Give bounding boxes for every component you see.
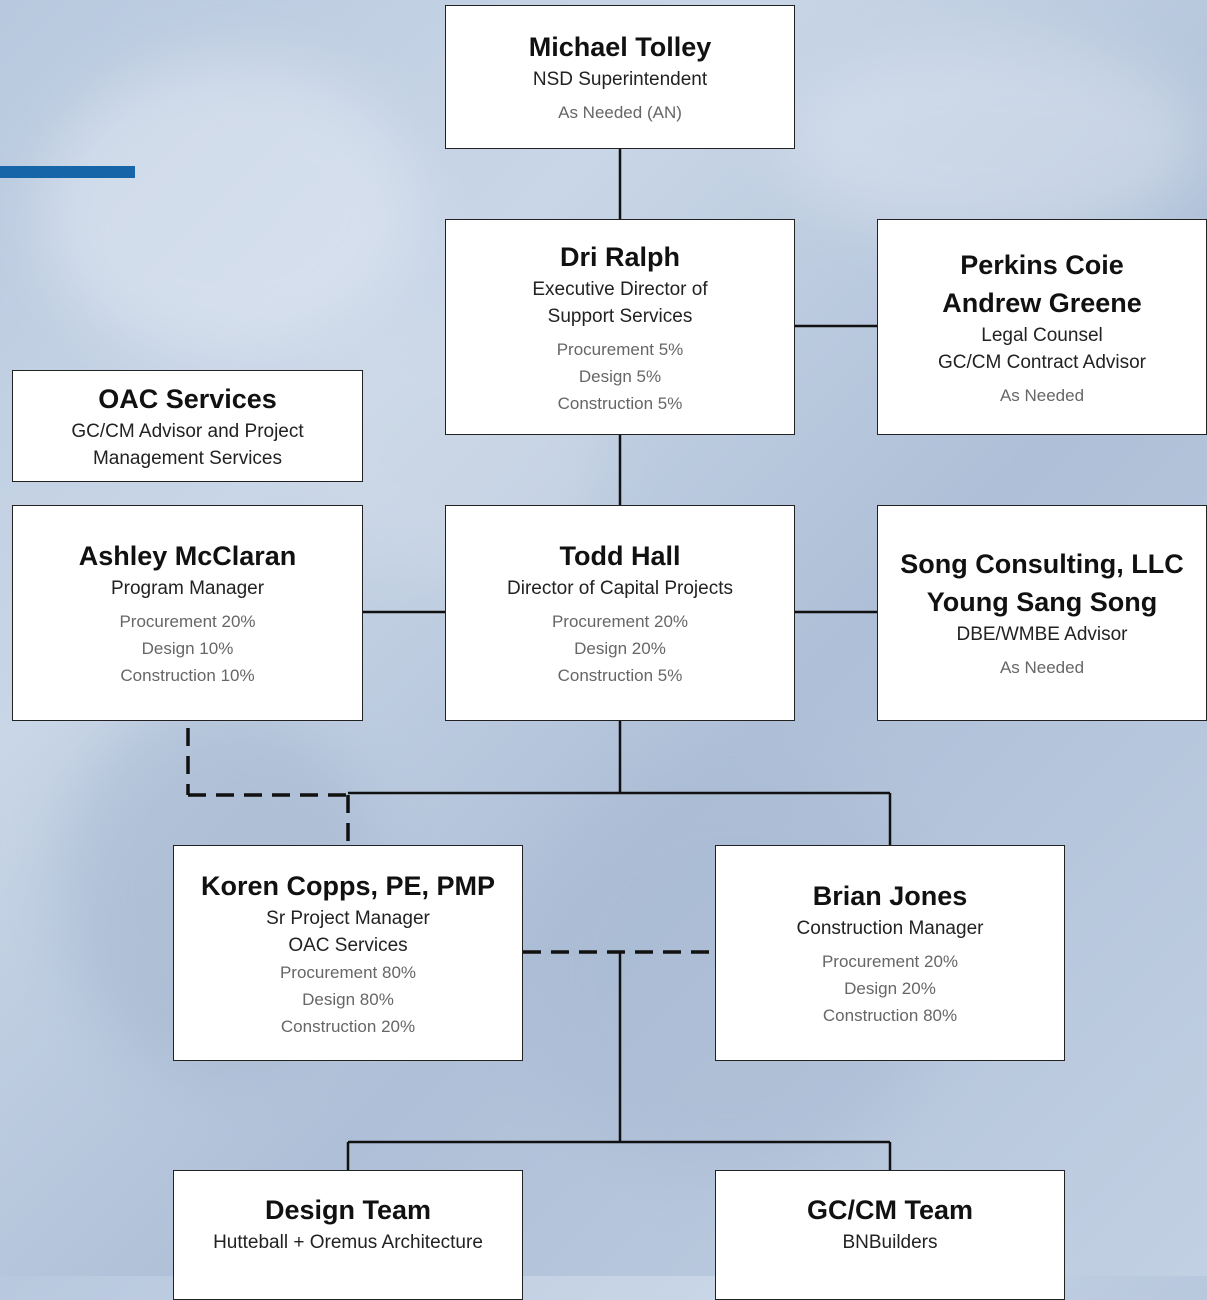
background-photo [40,60,420,360]
name-dri-ralph: Dri Ralph [559,241,680,272]
alloc-design: Design 20% [574,639,666,658]
name-todd-hall: Todd Hall [559,541,681,571]
box-brian-jones: Brian Jones Construction Manager Procure… [715,845,1065,1061]
alloc-procurement: Procurement 20% [551,612,689,631]
alloc-construction: Construction 5% [557,666,683,685]
box-koren-copps: Koren Copps, PE, PMP Sr Project Manager … [173,845,523,1061]
alloc-construction: Construction 80% [822,1006,958,1025]
role-builder-firm: BNBuilders [842,1232,938,1253]
alloc-construction: Construction 10% [120,666,255,685]
background-photo [780,40,1200,240]
box-todd-hall: Todd Hall Director of Capital Projects P… [445,505,795,721]
name-koren-copps: Koren Copps, PE, PMP [200,870,496,901]
name-andrew-greene: Andrew Greene [942,287,1142,318]
box-design-team: Design Team Hutteball + Oremus Architect… [173,1170,523,1300]
box-ashley-mcclaran: Ashley McClaran Program Manager Procurem… [12,505,363,721]
name-michael-tolley: Michael Tolley [528,32,712,62]
box-song-consulting: Song Consulting, LLC Young Sang Song DBE… [877,505,1207,721]
name-song-consulting: Song Consulting, LLC [900,549,1184,579]
role-line-2: GC/CM Contract Advisor [938,351,1146,373]
box-gccm-team: GC/CM Team BNBuilders [715,1170,1065,1300]
role-line-1: Legal Counsel [981,324,1103,346]
box-perkins-coie: Perkins Coie Andrew Greene Legal Counsel… [877,219,1207,435]
role-line-1: Sr Project Manager [266,907,430,929]
alloc-design: Design 20% [844,979,936,998]
role-dbe-advisor: DBE/WMBE Advisor [956,624,1128,645]
role-line-2: Support Services [547,305,693,327]
alloc-procurement: Procurement 20% [119,612,256,631]
role-line-2: OAC Services [288,934,408,956]
alloc-construction: Construction 20% [280,1016,416,1036]
alloc-design: Design 10% [141,639,234,658]
name-oac-services: OAC Services [98,384,277,414]
note-as-needed: As Needed [999,658,1085,677]
role-director: Director of Capital Projects [507,578,733,599]
name-design-team: Design Team [264,1195,432,1225]
box-dri-ralph: Dri Ralph Executive Director of Support … [445,219,795,435]
name-brian-jones: Brian Jones [812,881,968,911]
alloc-design: Design 80% [302,989,394,1009]
role-line-1: GC/CM Advisor and Project [71,421,304,442]
name-gccm-team: GC/CM Team [806,1195,974,1225]
alloc-design: Design 5% [578,366,662,386]
name-perkins-coie: Perkins Coie [960,249,1124,280]
role-program-manager: Program Manager [110,578,265,599]
note-as-needed: As Needed [999,385,1085,405]
box-oac-services: OAC Services GC/CM Advisor and Project M… [12,370,363,482]
alloc-construction: Construction 5% [557,393,683,413]
alloc-procurement: Procurement 5% [556,339,684,359]
role-line-2: Management Services [92,448,283,469]
role-line-1: Executive Director of [532,278,708,300]
accent-bar [0,166,135,178]
role-nsd-superintendent: NSD Superintendent [532,69,708,90]
alloc-procurement: Procurement 20% [821,952,959,971]
name-young-sang-song: Young Sang Song [926,587,1158,617]
role-architecture-firm: Hutteball + Oremus Architecture [213,1232,483,1253]
role-construction-manager: Construction Manager [796,918,984,939]
name-ashley-mcclaran: Ashley McClaran [78,541,297,571]
note-as-needed: As Needed (AN) [558,103,682,122]
alloc-procurement: Procurement 80% [279,962,417,982]
box-michael-tolley: Michael Tolley NSD Superintendent As Nee… [445,5,795,149]
